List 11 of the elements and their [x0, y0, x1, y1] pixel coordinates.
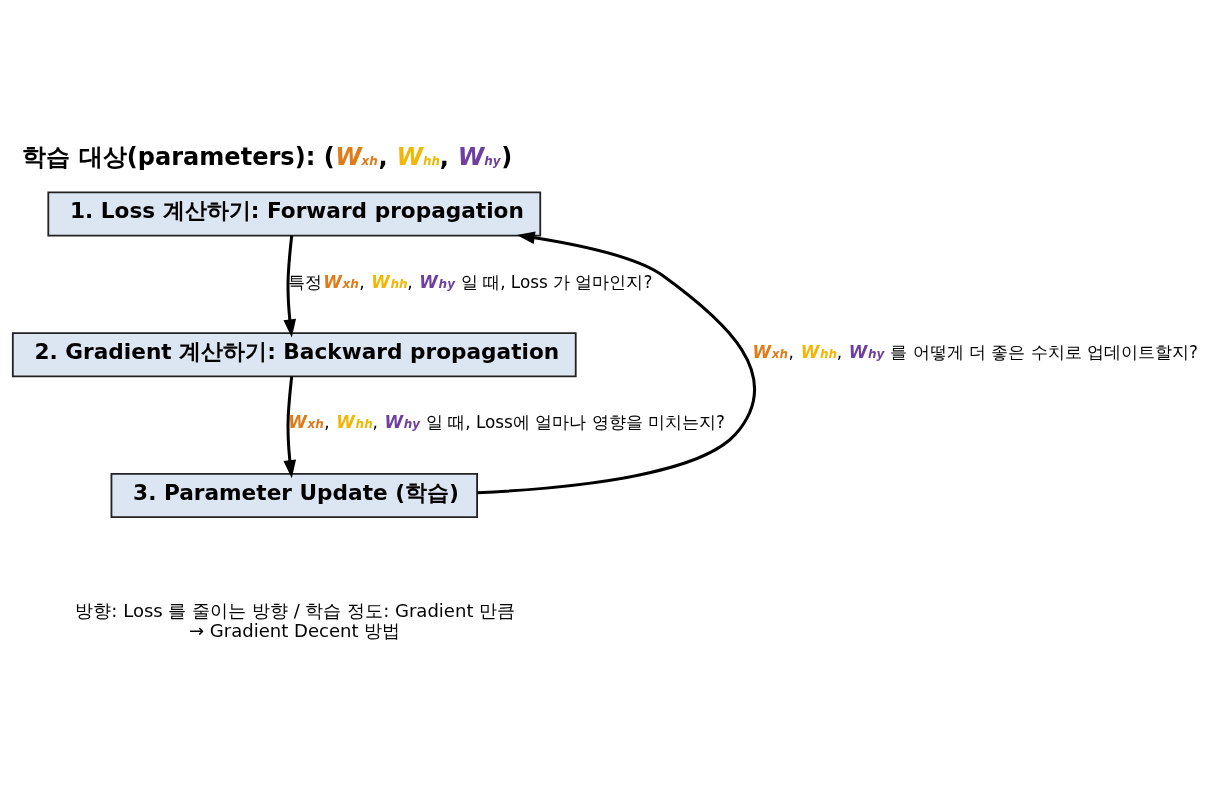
arrow [477, 231, 756, 494]
label: → Gradient Decent 방법 [189, 619, 401, 641]
node-box: 2. Gradient 계산하기: Backward propagation [11, 331, 577, 377]
arrow [283, 375, 297, 478]
diagram-title: 학습 대상(parameters): (Wxh, Whh, Why) [22, 142, 513, 171]
label: 방향: Loss 를 줄이는 방향 / 학습 정도: Gradient 만큼 [75, 599, 516, 621]
edge-label: Wxh, Whh, Why 를 어떻게 더 좋은 수치로 업데이트할지? [752, 341, 1198, 362]
node-box: 3. Parameter Update (학습) [110, 472, 478, 518]
node-box: 1. Loss 계산하기: Forward propagation [47, 190, 542, 237]
arrow [283, 235, 297, 337]
edge-label: Wxh, Whh, Why 일 때, Loss에 얼마나 영향을 미치는지? [288, 411, 725, 432]
